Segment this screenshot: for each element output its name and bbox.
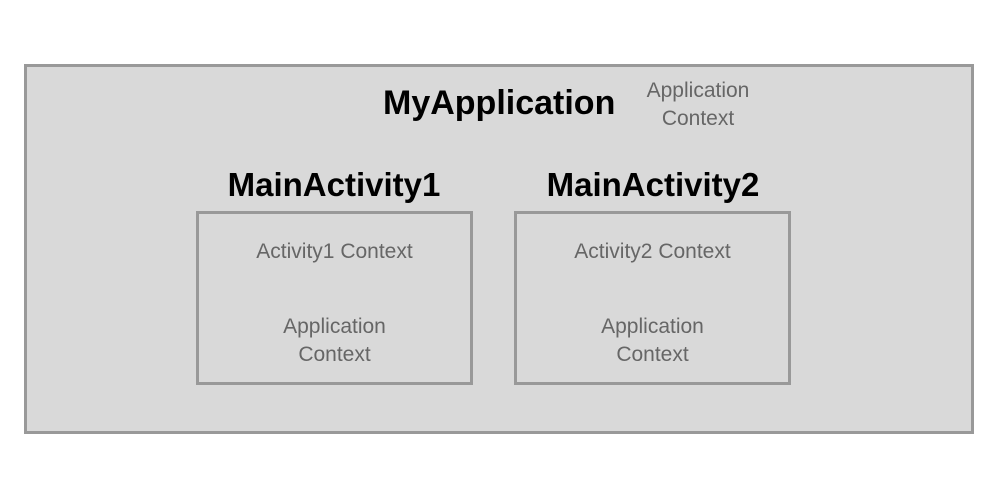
application-context-label: Application Context [628, 77, 768, 133]
activity2-app-context-line2: Context [616, 343, 689, 366]
application-context-line1: Application [646, 79, 750, 102]
application-box [24, 64, 974, 434]
activity2-app-context-line1: Application [601, 315, 704, 338]
application-context-line2: Context [661, 107, 735, 130]
activity2-context-label: Activity2 Context [574, 240, 731, 263]
application-title: MyApplication [383, 84, 616, 122]
activity1-title: MainActivity1 [227, 166, 441, 203]
activity1-application-context-label: Application Context [199, 313, 470, 369]
activity1-app-context-line1: Application [283, 315, 386, 338]
activity1-app-context-line2: Context [298, 343, 371, 366]
activity2-application-context-label: Application Context [517, 313, 788, 369]
activity1-context-label: Activity1 Context [256, 240, 413, 263]
activity2-title: MainActivity2 [546, 166, 760, 203]
activity1-box: Activity1 Context Application Context [196, 211, 473, 385]
activity2-box: Activity2 Context Application Context [514, 211, 791, 385]
